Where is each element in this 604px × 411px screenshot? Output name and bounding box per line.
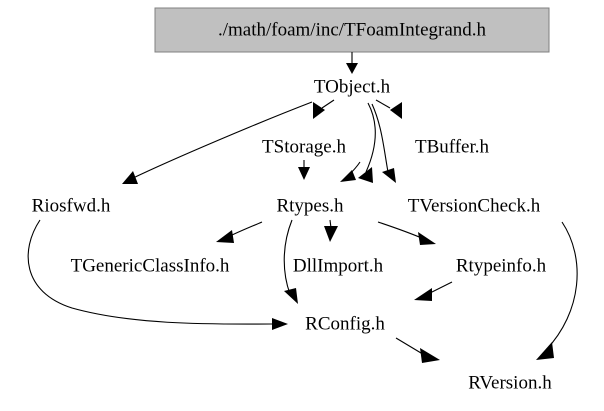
graph-node-tbuffer[interactable]: TBuffer.h (415, 136, 490, 157)
graph-edge-rtypes-to-rconfig (283, 219, 298, 304)
graph-edge-tobject-to-riosfwd (122, 101, 313, 184)
graph-edge-tobject-to-rtypes (358, 102, 376, 183)
graph-node-rtypeinfo[interactable]: Rtypeinfo.h (456, 255, 547, 276)
graph-node-rversion[interactable]: RVersion.h (468, 372, 552, 393)
graph-edge-rtypes-to-tgenericclassinfo (216, 221, 263, 243)
graph-edge-rtypeinfo-to-rconfig (414, 281, 453, 301)
graph-edge-tbuffer-to-rtypes (340, 161, 361, 182)
graph-edge-tstorage-to-rtypes (298, 160, 310, 180)
graph-edge-riosfwd-to-rconfig (27, 219, 288, 330)
graph-node-rconfig[interactable]: RConfig.h (305, 313, 385, 334)
graph-edge-root-to-tobject (346, 52, 358, 74)
graph-edge-rconfig-to-rversion (395, 337, 440, 363)
graph-edge-tversioncheck-to-rversion (536, 221, 578, 360)
graph-node-tgenericclassinfo[interactable]: TGenericClassInfo.h (71, 255, 230, 276)
graph-node-tstorage[interactable]: TStorage.h (262, 136, 346, 157)
graph-edge-tobject-to-tbuffer (375, 99, 402, 119)
graph-node-riosfwd[interactable]: Riosfwd.h (32, 195, 111, 216)
graph-edge-tobject-to-tstorage (313, 99, 335, 119)
graph-node-rtypes[interactable]: Rtypes.h (276, 195, 344, 216)
graph-node-tobject[interactable]: TObject.h (314, 76, 391, 97)
graph-edge-rtypes-to-rtypeinfo (377, 221, 436, 245)
graph-node-tversioncheck[interactable]: TVersionCheck.h (408, 195, 541, 216)
root-node-box (154, 7, 550, 53)
graph-node-root[interactable]: ./math/foam/inc/TFoamIntegrand.h (154, 7, 550, 53)
graph-edge-rtypes-to-dllimport (324, 219, 338, 242)
root-node-label: ./math/foam/inc/TFoamIntegrand.h (218, 19, 487, 40)
graph-node-dllimport[interactable]: DllImport.h (293, 255, 384, 276)
graph-edge-tobject-to-tversioncheck (371, 103, 396, 183)
